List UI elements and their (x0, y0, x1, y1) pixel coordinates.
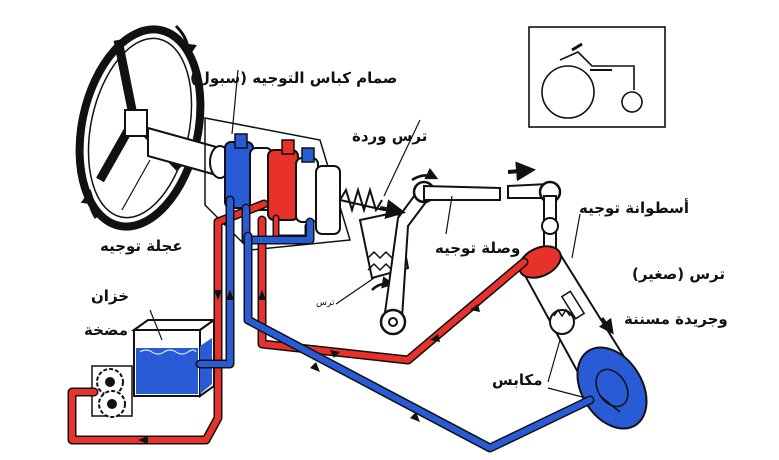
steering-cylinder (518, 245, 648, 430)
spring (339, 186, 385, 214)
steering-wheel (75, 24, 205, 231)
pump (91, 365, 133, 418)
valve-housing (204, 117, 351, 251)
label-tank: خزان (91, 287, 130, 305)
pitman-arm (379, 180, 436, 336)
label-gear-small: ترس (316, 298, 335, 308)
label-rose-gear: ترس وردة (352, 127, 428, 145)
label-piston: مكابس (492, 371, 543, 389)
label-rack: وجريدة مسننة (624, 310, 728, 328)
oil-tank (130, 318, 218, 398)
flow-arrows (138, 290, 480, 444)
spool-valve (224, 133, 341, 235)
label-steering-wheel: عجلة توجيه (100, 237, 183, 255)
label-pinion: ترس (صغير) (632, 265, 726, 283)
label-spool-valve: صمام كباس التوجيه (سبول) (190, 69, 398, 87)
label-steering-cylinder: أسطوانة توجيه (579, 199, 690, 217)
label-steering-link: وصلة توجيه (435, 239, 521, 257)
leader-lines (121, 69, 587, 399)
return-lines (195, 195, 595, 453)
tractor-inset (528, 26, 666, 128)
label-pump: مضخة (84, 321, 128, 339)
